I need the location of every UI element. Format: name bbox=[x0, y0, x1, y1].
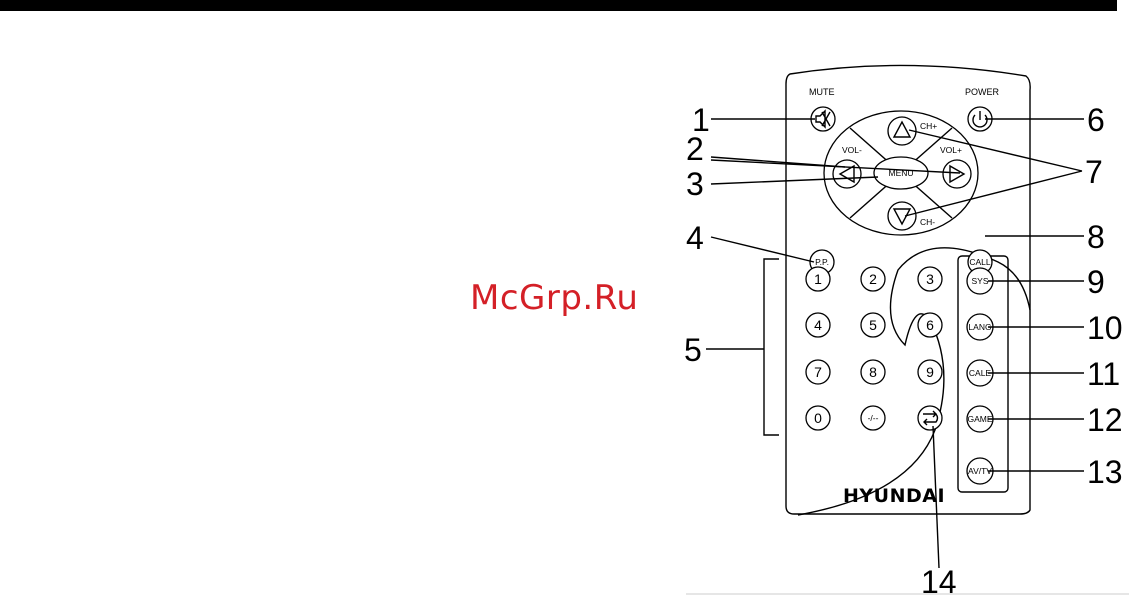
power-label: POWER bbox=[965, 87, 1000, 97]
remote-swoosh bbox=[798, 248, 1030, 515]
keypad-bracket bbox=[764, 259, 779, 435]
sys-label: SYS bbox=[971, 276, 988, 286]
vol-up-button[interactable] bbox=[943, 160, 971, 188]
digit-label: 0 bbox=[814, 410, 822, 426]
digit-label: 7 bbox=[814, 364, 822, 380]
digit-label: 3 bbox=[926, 271, 934, 287]
digit-label: 8 bbox=[869, 364, 877, 380]
vol-up-label: VOL+ bbox=[940, 145, 962, 155]
ch-up-label: CH+ bbox=[920, 121, 937, 131]
callout-4: 4 bbox=[686, 220, 704, 256]
call-label: CALL bbox=[969, 257, 991, 267]
digit-label: 5 bbox=[869, 317, 877, 333]
callout-9: 9 bbox=[1087, 264, 1105, 300]
mute-label: MUTE bbox=[809, 87, 835, 97]
callout-3: 3 bbox=[686, 166, 704, 202]
digit-label: 9 bbox=[926, 364, 934, 380]
callout-7: 7 bbox=[1085, 154, 1103, 190]
brand-logo: HYUNDAI bbox=[843, 485, 945, 507]
vol-down-button[interactable] bbox=[833, 160, 861, 188]
callout-8: 8 bbox=[1087, 219, 1105, 255]
digit-keypad: 1 2 3 4 5 6 7 8 9 0 -/-- bbox=[806, 267, 942, 430]
dash-label: -/-- bbox=[868, 413, 879, 423]
ch-down-button[interactable] bbox=[888, 202, 916, 230]
repeat-button[interactable] bbox=[918, 406, 942, 430]
ch-down-label: CH- bbox=[920, 217, 935, 227]
callout-14: 14 bbox=[921, 564, 957, 597]
digit-label: 4 bbox=[814, 317, 822, 333]
pp-label: P.P. bbox=[815, 257, 829, 267]
callout-11: 11 bbox=[1087, 356, 1120, 392]
callout-10: 10 bbox=[1087, 310, 1123, 346]
vol-down-label: VOL- bbox=[842, 145, 862, 155]
digit-label: 1 bbox=[814, 271, 822, 287]
callout-13: 13 bbox=[1087, 454, 1123, 490]
leader-4 bbox=[711, 237, 814, 262]
digit-label: 2 bbox=[869, 271, 877, 287]
callout-2: 2 bbox=[686, 131, 704, 167]
callout-5: 5 bbox=[684, 332, 702, 368]
callout-6: 6 bbox=[1087, 102, 1105, 138]
callout-12: 12 bbox=[1087, 402, 1123, 438]
digit-label: 6 bbox=[926, 317, 934, 333]
